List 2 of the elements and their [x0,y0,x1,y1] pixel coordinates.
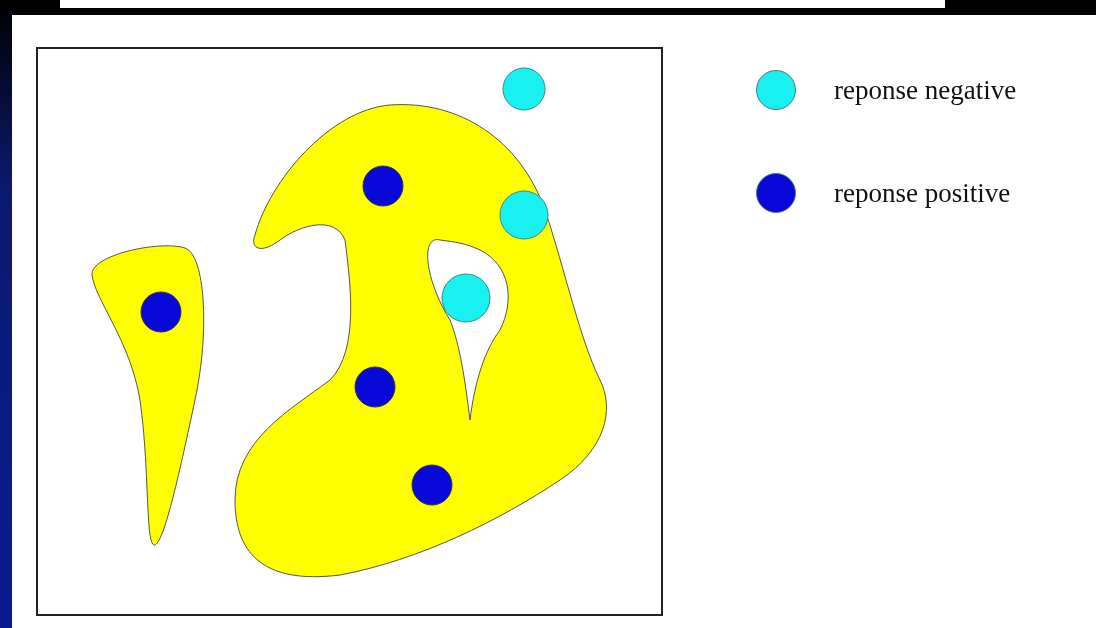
legend-label: reponse positive [834,177,1011,209]
legend-label: reponse negative [834,74,1017,106]
